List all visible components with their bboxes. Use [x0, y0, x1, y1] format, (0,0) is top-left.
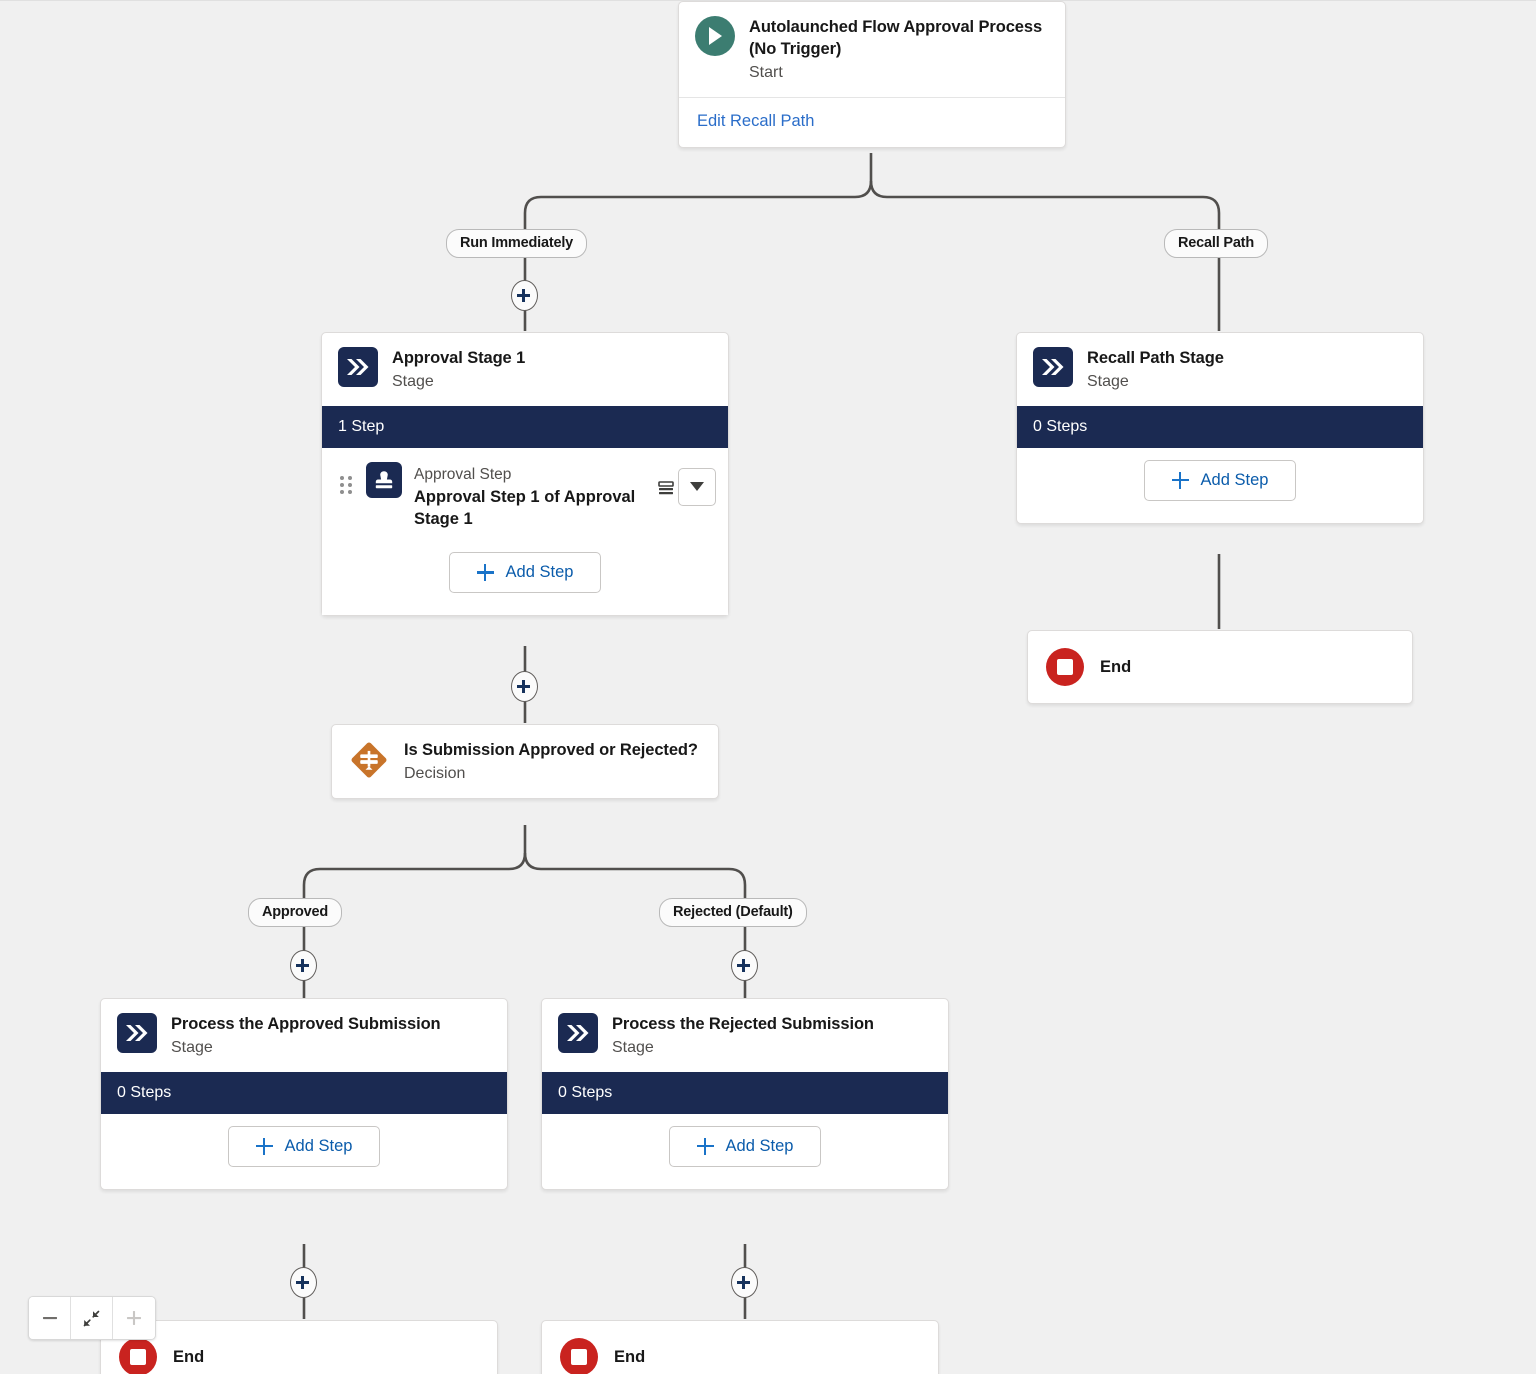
- stage-steps-count: 0 Steps: [1017, 406, 1423, 448]
- end-stop-icon: [1046, 648, 1084, 686]
- stage-steps-list: Approval Step Approval Step 1 of Approva…: [322, 447, 728, 616]
- stage-steps-count: 0 Steps: [542, 1072, 948, 1114]
- fit-to-view-button[interactable]: [71, 1297, 113, 1339]
- branch-label-recall-path[interactable]: Recall Path: [1164, 229, 1268, 258]
- edit-recall-path-link[interactable]: Edit Recall Path: [697, 112, 815, 131]
- add-element-button-rejected[interactable]: [731, 950, 758, 981]
- fit-to-view-icon: [83, 1310, 100, 1326]
- step-actions: [658, 467, 716, 506]
- play-icon: [695, 16, 735, 56]
- decision-subtitle: Decision: [404, 764, 466, 782]
- branch-label-rejected-default[interactable]: Rejected (Default): [659, 898, 807, 927]
- stage-title: Approval Stage 1: [392, 349, 526, 367]
- stage-title: Process the Approved Submission: [171, 1015, 441, 1033]
- add-step-label: Add Step: [505, 563, 574, 582]
- step-row[interactable]: Approval Step Approval Step 1 of Approva…: [322, 448, 728, 541]
- end-node-approved[interactable]: End: [100, 1320, 498, 1374]
- decision-node[interactable]: Is Submission Approved or Rejected? Deci…: [331, 724, 719, 800]
- add-element-button-after-approved-stage[interactable]: [290, 1267, 317, 1298]
- start-node-header: Autolaunched Flow Approval Process (No T…: [679, 2, 1065, 97]
- add-step-wrap: Add Step: [101, 1113, 507, 1189]
- stage-subtitle: Stage: [612, 1038, 654, 1056]
- add-step-wrap: Add Step: [542, 1113, 948, 1189]
- plus-icon: [696, 1137, 714, 1155]
- add-step-wrap: Add Step: [1017, 447, 1423, 523]
- add-element-button-after-rejected-stage[interactable]: [731, 1267, 758, 1298]
- decision-diamond-icon: [348, 739, 390, 781]
- stage-subtitle: Stage: [1087, 372, 1129, 390]
- end-node-recall[interactable]: End: [1027, 630, 1413, 704]
- add-step-label: Add Step: [284, 1136, 353, 1155]
- add-step-label: Add Step: [725, 1136, 794, 1155]
- end-node-label: End: [1100, 657, 1132, 676]
- end-stop-icon: [119, 1338, 157, 1374]
- stage-subtitle: Stage: [171, 1038, 213, 1056]
- decision-title: Is Submission Approved or Rejected?: [404, 741, 698, 759]
- add-step-button-recall-path[interactable]: Add Step: [1144, 459, 1296, 501]
- add-step-button-process-approved[interactable]: Add Step: [228, 1125, 380, 1167]
- stage-steps-count: 0 Steps: [101, 1072, 507, 1114]
- add-element-button-after-approval-stage[interactable]: [511, 671, 538, 702]
- add-element-button-approved[interactable]: [290, 950, 317, 981]
- end-stop-icon: [560, 1338, 598, 1374]
- stage-node-process-rejected[interactable]: Process the Rejected Submission Stage 0 …: [541, 998, 949, 1190]
- start-node-subtitle: Start: [749, 63, 783, 81]
- add-step-label: Add Step: [1200, 470, 1269, 489]
- zoom-in-button: [113, 1297, 155, 1339]
- end-node-rejected[interactable]: End: [541, 1320, 939, 1374]
- start-node-title: Autolaunched Flow Approval Process (No T…: [749, 18, 1043, 58]
- stage-header: Process the Approved Submission Stage: [101, 999, 507, 1072]
- add-element-button-run-immediately[interactable]: [511, 280, 538, 311]
- start-node[interactable]: Autolaunched Flow Approval Process (No T…: [678, 1, 1066, 149]
- end-node-body: End: [101, 1321, 497, 1374]
- stage-node-recall-path[interactable]: Recall Path Stage Stage 0 Steps Add Step: [1016, 332, 1424, 524]
- branch-label-run-immediately[interactable]: Run Immediately: [446, 229, 588, 258]
- end-node-label: End: [614, 1347, 646, 1366]
- stage-chevrons-icon: [558, 1013, 598, 1053]
- end-node-body: End: [1028, 631, 1412, 703]
- zoom-out-button[interactable]: [29, 1297, 71, 1339]
- end-node-label: End: [173, 1347, 205, 1366]
- drag-handle-icon[interactable]: [340, 475, 354, 494]
- zoom-out-icon: [42, 1317, 57, 1320]
- stage-chevrons-icon: [338, 347, 378, 387]
- list-icon[interactable]: [658, 480, 674, 496]
- step-name: Approval Step 1 of Approval Stage 1: [414, 487, 636, 528]
- add-step-button-approval-stage-1[interactable]: Add Step: [449, 552, 601, 594]
- branch-label-approved[interactable]: Approved: [248, 898, 343, 927]
- add-step-wrap: Add Step: [322, 540, 728, 616]
- stage-chevrons-icon: [1033, 347, 1073, 387]
- add-step-button-process-rejected[interactable]: Add Step: [669, 1125, 821, 1167]
- chevron-down-icon: [690, 482, 704, 492]
- zoom-controls[interactable]: [28, 1296, 156, 1340]
- decision-header: Is Submission Approved or Rejected? Deci…: [332, 725, 718, 798]
- stage-chevrons-icon: [117, 1013, 157, 1053]
- stage-subtitle: Stage: [392, 372, 434, 390]
- step-menu-button[interactable]: [678, 467, 716, 506]
- plus-icon: [476, 564, 494, 582]
- stage-node-process-approved[interactable]: Process the Approved Submission Stage 0 …: [100, 998, 508, 1190]
- stage-node-approval-stage-1[interactable]: Approval Stage 1 Stage 1 Step Approval S…: [321, 332, 729, 617]
- stage-title: Process the Rejected Submission: [612, 1015, 874, 1033]
- stage-header: Recall Path Stage Stage: [1017, 333, 1423, 406]
- stage-steps-count: 1 Step: [322, 406, 728, 448]
- plus-icon: [255, 1137, 273, 1155]
- stage-header: Approval Stage 1 Stage: [322, 333, 728, 406]
- plus-icon: [1171, 471, 1189, 489]
- stage-title: Recall Path Stage: [1087, 349, 1224, 367]
- approval-stamp-icon: [366, 461, 402, 498]
- step-kicker: Approval Step: [414, 465, 512, 483]
- zoom-in-icon: [127, 1311, 141, 1325]
- start-node-footer: Edit Recall Path: [679, 97, 1065, 147]
- stage-header: Process the Rejected Submission Stage: [542, 999, 948, 1072]
- end-node-body: End: [542, 1321, 938, 1374]
